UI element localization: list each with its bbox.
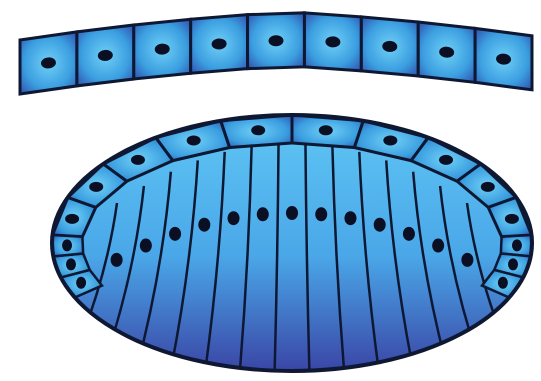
cell-nucleus (498, 277, 508, 289)
cell-nucleus (374, 218, 386, 232)
cell-nucleus (169, 227, 181, 241)
cell-nucleus (319, 125, 333, 135)
cell-nucleus (228, 211, 240, 225)
cell-nucleus (251, 125, 265, 135)
cell-nucleus (198, 218, 210, 232)
cell-nucleus (432, 239, 444, 253)
cell-nucleus (505, 214, 519, 224)
cell-nucleus (344, 211, 356, 225)
cell-nucleus (439, 155, 453, 165)
cell-nucleus (403, 227, 415, 241)
cell-nucleus (383, 135, 397, 145)
cell-nucleus (65, 214, 79, 224)
cell-nucleus (461, 253, 473, 267)
cell-nucleus (131, 155, 145, 165)
cell-nucleus (89, 182, 103, 192)
cell-nucleus (481, 182, 495, 192)
cell-nucleus (140, 239, 152, 253)
cell-nucleus (512, 239, 522, 251)
cell-nucleus (76, 277, 86, 289)
cell-nucleus (66, 258, 76, 270)
cuboidal-cell-strip (20, 13, 532, 94)
cell-nucleus (286, 206, 298, 220)
cell-nucleus (111, 253, 123, 267)
columnar-cell-dome (52, 115, 532, 381)
cell-nucleus (62, 239, 72, 251)
cell-nucleus (257, 207, 269, 221)
cell-nucleus (508, 258, 518, 270)
cell-nucleus (187, 135, 201, 145)
cell-nucleus (315, 207, 327, 221)
